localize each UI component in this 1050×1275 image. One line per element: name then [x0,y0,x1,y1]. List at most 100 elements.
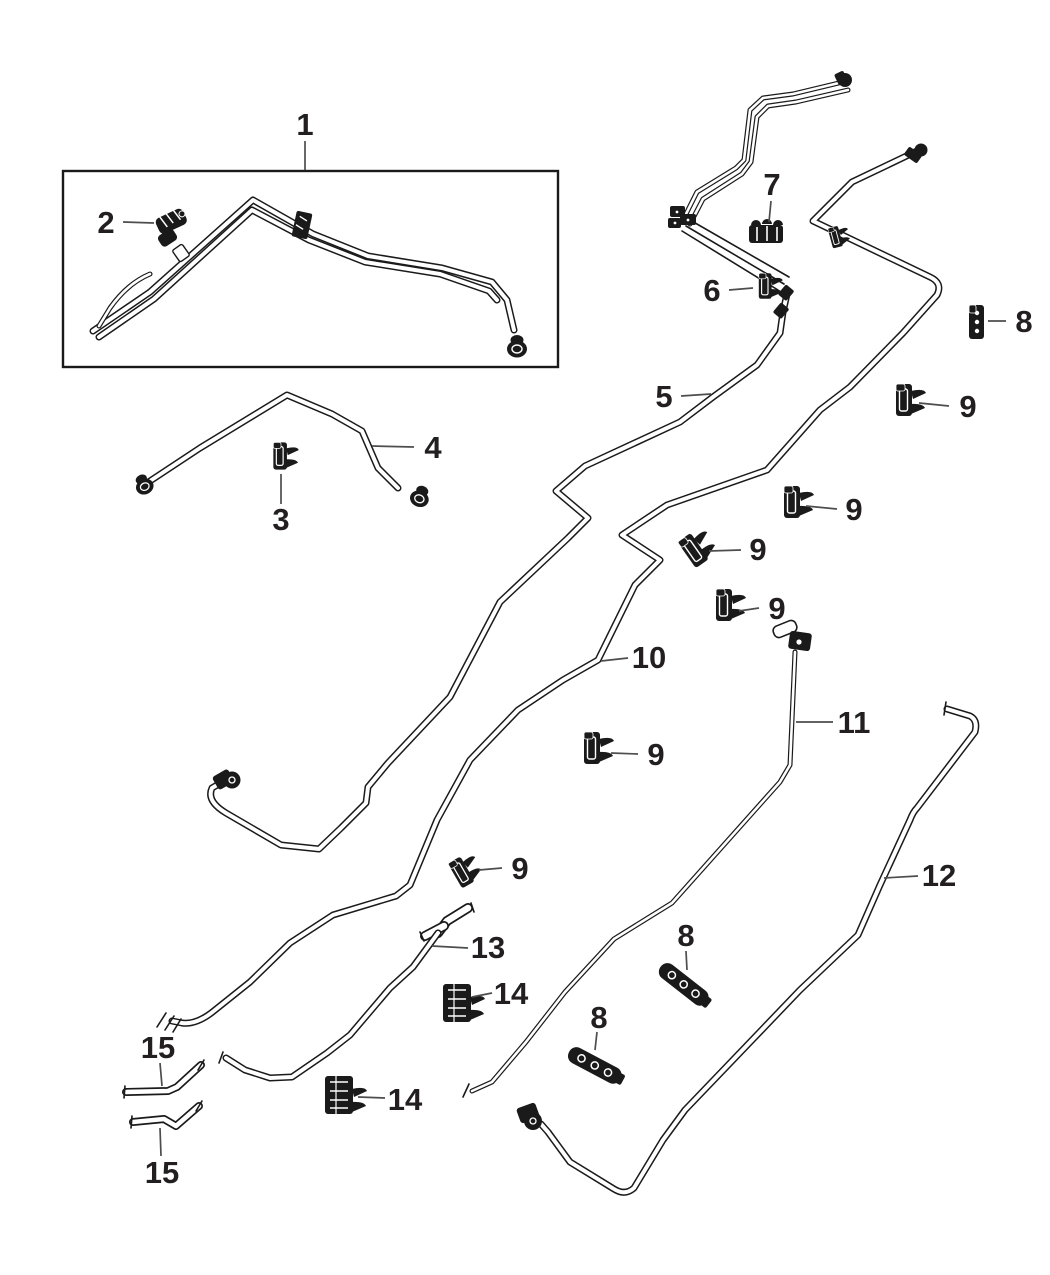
part-number-label: 15 [141,1030,175,1065]
callout-14: 14 [471,976,529,1011]
callout-leader-line [738,607,760,612]
bracket-clip [291,210,313,240]
callout-leader-line [122,221,155,224]
part-number-label: 14 [494,976,529,1011]
part-number-label: 3 [272,502,289,537]
cut-end-hatch [156,1012,182,1033]
elbow-connector-icon [516,1102,542,1130]
part-number-label: 4 [424,430,442,465]
callout-9: 9 [708,532,767,567]
retainer-clip-part-9 [783,485,815,519]
retainer-clip-part-14 [324,1075,368,1115]
part-number-label: 13 [471,930,505,965]
callout-10: 10 [600,640,666,675]
callout-9: 9 [478,851,529,886]
part-number-label: 15 [145,1155,179,1190]
callout-leader-line [159,1062,163,1087]
clips-layer [149,203,985,1115]
callout-8: 8 [677,918,695,971]
fuel-line-part-10 [156,143,939,1033]
callout-leader-line [471,992,493,998]
retainer-clip-part-3 [272,441,300,471]
callout-leader-line [478,867,503,871]
quick-connector-icon [506,334,528,359]
quick-connector-icon [406,482,434,511]
retainer-clip-part-14 [442,983,486,1023]
callout-leader-line [431,945,469,949]
callout-leader-line [728,287,754,291]
callout-11: 11 [796,705,870,740]
part-number-label: 9 [959,389,976,424]
callout-13: 13 [431,930,505,965]
callout-leader-line [685,950,688,971]
part-number-label: 14 [388,1082,423,1117]
callout-14: 14 [357,1082,423,1117]
fuel-line-part-11 [462,619,812,1098]
callout-4: 4 [371,430,442,465]
callout-8: 8 [590,1000,608,1051]
part-number-label: 8 [1015,304,1032,339]
callout-15: 15 [141,1030,175,1087]
retainer-clip-part-2 [149,203,194,250]
elbow-connector-icon [772,619,812,652]
callout-9: 9 [805,492,863,527]
retainer-clip-part-8 [564,1043,628,1089]
callout-leader-line [610,752,639,755]
callout-leader-line [600,657,629,662]
junction-fittings [668,206,696,228]
callout-9: 9 [918,389,977,424]
fuel-line-part-13 [218,902,475,1078]
callout-12: 12 [883,858,956,893]
callout-leader-line [883,875,919,879]
callout-9: 9 [610,737,665,772]
fuel-line-bundle-part-1 [93,200,528,359]
callout-8: 8 [988,304,1033,339]
part-number-label: 7 [763,167,780,202]
callout-leader-line [371,445,415,448]
part-number-label: 8 [677,918,694,953]
retainer-clip-part-9 [715,588,747,622]
part-1-box [61,169,560,369]
fuel-hose-part-15-upper [124,1059,204,1099]
part-number-label: 6 [703,273,720,308]
elbow-connector-icon [212,769,241,790]
retainer-clip-part-9 [676,524,722,569]
callout-3: 3 [272,474,290,537]
part-number-label: 10 [632,640,666,675]
part-number-label: 9 [749,532,766,567]
callout-leader-line [768,200,772,223]
callout-leader-line [918,402,950,407]
callout-5: 5 [655,379,712,414]
callout-leader-line [680,393,712,397]
callout-7: 7 [763,167,781,223]
callout-9: 9 [738,591,786,626]
part-number-label: 8 [590,1000,607,1035]
part-number-label: 9 [511,851,528,886]
part-number-label: 11 [838,705,871,740]
part-number-label: 9 [647,737,664,772]
callout-leader-line [708,549,742,552]
callout-6: 6 [703,273,754,308]
callout-leader-line [805,505,838,510]
retainer-clip-part-8 [968,304,985,340]
part-number-label: 9 [768,591,785,626]
part-number-label: 5 [655,379,672,414]
part-number-label: 9 [845,492,862,527]
callout-2: 2 [97,205,155,240]
fuel-line-part-5 [211,71,852,849]
callout-15: 15 [145,1127,179,1190]
fuel-line-part-12 [516,701,976,1192]
fuel-hose-part-15-lower [131,1100,202,1128]
retainer-clip-part-7 [748,218,784,244]
retainer-clip-part-9 [895,383,927,417]
retainer-clip-part-8 [654,959,715,1012]
callout-leader-line [159,1127,162,1157]
retainer-clip-part-9 [583,731,615,765]
callout-1: 1 [296,107,314,170]
part-number-label: 2 [97,205,114,240]
part-number-label: 12 [922,858,956,893]
callout-leader-line [594,1031,598,1051]
